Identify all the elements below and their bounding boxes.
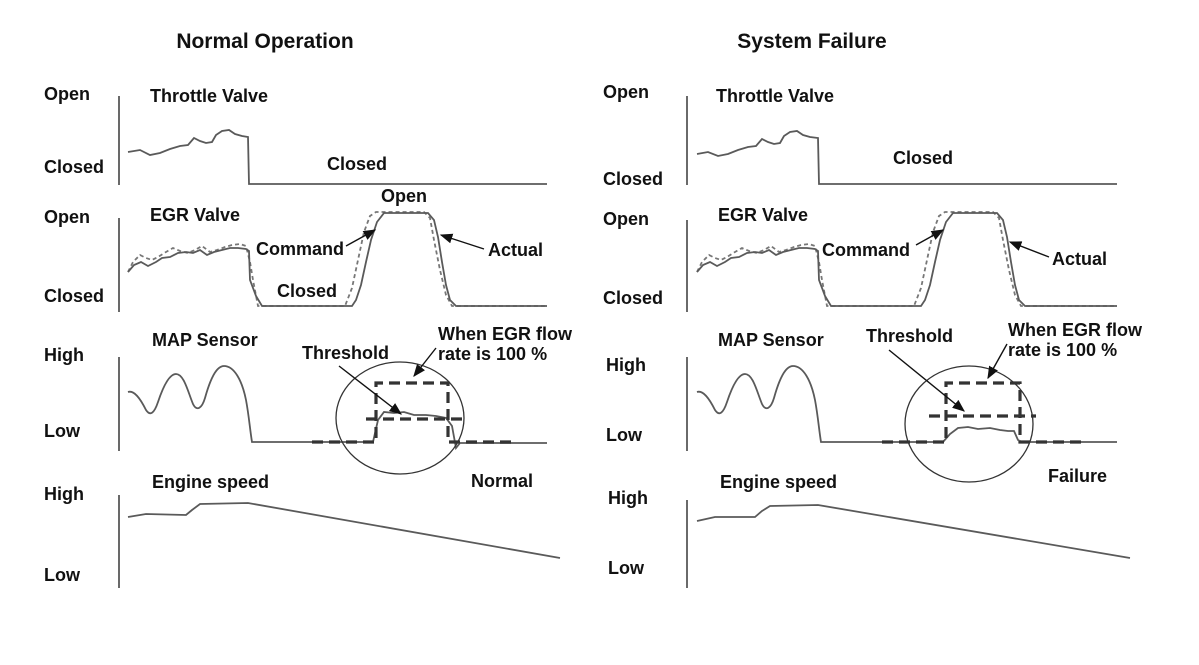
normal-engine-high-label: High bbox=[44, 484, 84, 504]
normal-egr-title: EGR Valve bbox=[150, 205, 240, 225]
failure-engine-trace bbox=[696, 504, 1131, 559]
normal-throttle-trace bbox=[127, 129, 547, 185]
normal-flow-arrow bbox=[413, 347, 437, 377]
normal-panel-title: Normal Operation bbox=[176, 30, 353, 53]
failure-throttle-open-label: Open bbox=[603, 82, 649, 102]
normal-operation-panel: Normal Operation Open Closed Throttle Va… bbox=[44, 30, 573, 588]
normal-threshold-label: Threshold bbox=[302, 343, 389, 363]
failure-egr-title: EGR Valve bbox=[718, 205, 808, 225]
normal-throttle-closed-label: Closed bbox=[44, 157, 104, 177]
failure-map-chart: High Low MAP Sensor Threshold When EGR f… bbox=[606, 320, 1143, 486]
failure-map-flow-window bbox=[882, 381, 1086, 444]
normal-map-title: MAP Sensor bbox=[152, 330, 258, 350]
failure-egr-open-label: Open bbox=[603, 209, 649, 229]
failure-engine-chart: High Low Engine speed bbox=[608, 472, 1131, 588]
failure-engine-high-label: High bbox=[608, 488, 648, 508]
failure-egr-actual-label: Actual bbox=[1052, 249, 1107, 269]
normal-throttle-title: Throttle Valve bbox=[150, 86, 268, 106]
failure-map-low-label: Low bbox=[606, 425, 643, 445]
normal-map-trace bbox=[127, 365, 547, 451]
normal-egr-chart: Open Closed EGR Valve Open Closed Comman… bbox=[44, 186, 547, 312]
normal-flow-label-line1: When EGR flow bbox=[438, 324, 573, 344]
normal-egr-open-label: Open bbox=[44, 207, 90, 227]
normal-command-arrow bbox=[345, 229, 377, 247]
normal-flow-label-line2: rate is 100 % bbox=[438, 344, 547, 364]
normal-result-label: Normal bbox=[471, 471, 533, 491]
normal-egr-actual-trace bbox=[127, 212, 547, 307]
normal-map-flow-window bbox=[312, 381, 514, 444]
normal-egr-command-trace bbox=[127, 211, 547, 307]
failure-egr-actual-trace bbox=[696, 212, 1117, 307]
failure-engine-title: Engine speed bbox=[720, 472, 837, 492]
normal-engine-trace bbox=[127, 502, 561, 559]
normal-engine-chart: High Low Engine speed bbox=[44, 472, 561, 588]
failure-command-arrow bbox=[915, 229, 945, 246]
failure-egr-command-label: Command bbox=[822, 240, 910, 260]
failure-flow-label-line1: When EGR flow bbox=[1008, 320, 1143, 340]
normal-actual-arrow bbox=[439, 233, 485, 250]
failure-egr-closed-label: Closed bbox=[603, 288, 663, 308]
failure-throttle-chart: Open Closed Throttle Valve Closed bbox=[603, 82, 1117, 189]
normal-map-zoom-ellipse bbox=[335, 361, 465, 475]
failure-actual-arrow bbox=[1008, 241, 1050, 258]
failure-threshold-arrow bbox=[888, 349, 965, 412]
failure-map-title: MAP Sensor bbox=[718, 330, 824, 350]
failure-map-trace bbox=[696, 365, 1117, 443]
failure-throttle-closed-annotation: Closed bbox=[893, 148, 953, 168]
failure-flow-arrow bbox=[987, 343, 1008, 380]
system-failure-panel: System Failure Open Closed Throttle Valv… bbox=[603, 30, 1143, 588]
normal-engine-low-label: Low bbox=[44, 565, 81, 585]
failure-throttle-trace bbox=[696, 130, 1117, 185]
failure-egr-command-trace bbox=[696, 211, 1117, 307]
normal-egr-command-label: Command bbox=[256, 239, 344, 259]
normal-egr-closed-label: Closed bbox=[44, 286, 104, 306]
failure-throttle-closed-label: Closed bbox=[603, 169, 663, 189]
normal-map-high-label: High bbox=[44, 345, 84, 365]
normal-map-chart: High Low MAP Sensor Threshold When EGR f… bbox=[44, 324, 573, 491]
normal-map-low-label: Low bbox=[44, 421, 81, 441]
failure-engine-low-label: Low bbox=[608, 558, 645, 578]
failure-egr-chart: Open Closed EGR Valve Command Actual bbox=[603, 205, 1117, 312]
normal-throttle-closed-annotation: Closed bbox=[327, 154, 387, 174]
failure-threshold-label: Threshold bbox=[866, 326, 953, 346]
normal-threshold-arrow bbox=[338, 365, 402, 415]
normal-throttle-open-label: Open bbox=[44, 84, 90, 104]
normal-engine-title: Engine speed bbox=[152, 472, 269, 492]
failure-panel-title: System Failure bbox=[737, 30, 886, 53]
failure-throttle-title: Throttle Valve bbox=[716, 86, 834, 106]
failure-flow-label-line2: rate is 100 % bbox=[1008, 340, 1117, 360]
failure-result-label: Failure bbox=[1048, 466, 1107, 486]
normal-egr-open-annotation: Open bbox=[381, 186, 427, 206]
failure-map-high-label: High bbox=[606, 355, 646, 375]
normal-egr-closed-annotation: Closed bbox=[277, 281, 337, 301]
failure-map-zoom-ellipse bbox=[904, 365, 1034, 483]
normal-throttle-chart: Open Closed Throttle Valve Closed bbox=[44, 84, 547, 185]
normal-egr-actual-label: Actual bbox=[488, 240, 543, 260]
